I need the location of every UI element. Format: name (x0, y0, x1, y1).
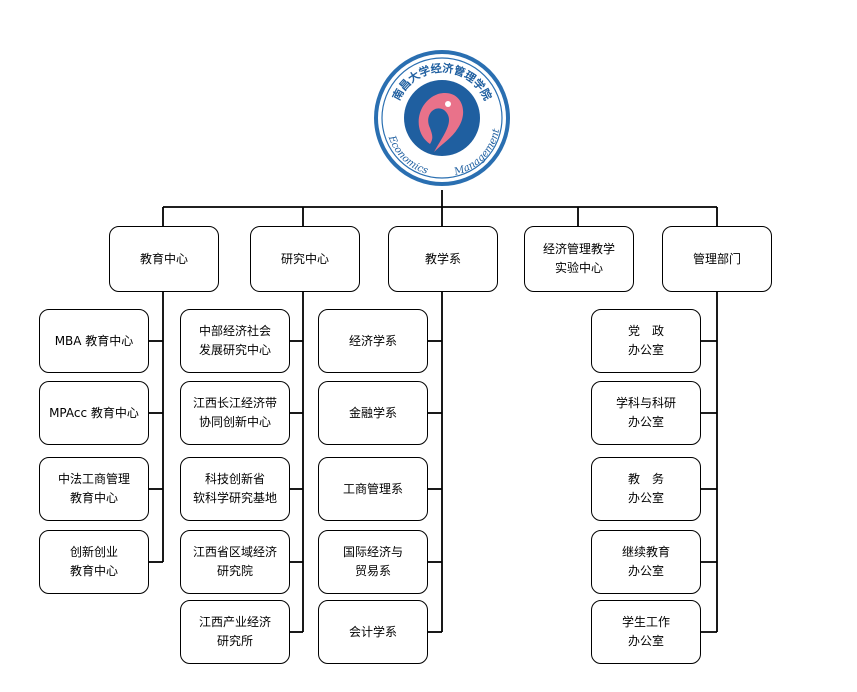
unit-yangtze-innovation-center: 江西长江经济带 协同创新中心 (180, 381, 290, 445)
dept-teaching-departments: 教学系 (388, 226, 498, 292)
unit-research-office: 学科与科研 办公室 (591, 381, 701, 445)
unit-accounting-dept: 会计学系 (318, 600, 428, 664)
unit-soft-science-base: 科技创新省 软科学研究基地 (180, 457, 290, 521)
dept-research-center: 研究中心 (250, 226, 360, 292)
unit-intl-trade-dept: 国际经济与 贸易系 (318, 530, 428, 594)
bird-emblem-icon (418, 92, 464, 152)
dept-label: 管理部门 (692, 251, 741, 266)
unit-mpacc-center: MPAcc 教育中心 (39, 381, 149, 445)
college-logo: 南昌大学经济管理学院 Economics Management (374, 50, 510, 186)
unit-party-office: 党 政 办公室 (591, 309, 701, 373)
unit-regional-economy-institute: 江西省区域经济 研究院 (180, 530, 290, 594)
unit-student-affairs-office: 学生工作 办公室 (591, 600, 701, 664)
unit-finance-dept: 金融学系 (318, 381, 428, 445)
unit-economics-dept: 经济学系 (318, 309, 428, 373)
unit-mba-center: MBA 教育中心 (39, 309, 149, 373)
dept-experiment-center: 经济管理教学 实验中心 (524, 226, 634, 292)
unit-sino-french-center: 中法工商管理 教育中心 (39, 457, 149, 521)
dept-label: 经济管理教学 实验中心 (542, 242, 615, 275)
unit-business-admin-dept: 工商管理系 (318, 457, 428, 521)
dept-education-center: 教育中心 (109, 226, 219, 292)
dept-administration: 管理部门 (662, 226, 772, 292)
unit-industrial-economy-institute: 江西产业经济 研究所 (180, 600, 290, 664)
dept-label: 教育中心 (139, 251, 188, 266)
unit-academic-affairs-office: 教 务 办公室 (591, 457, 701, 521)
dept-label: 研究中心 (280, 251, 329, 266)
unit-continuing-education-office: 继续教育 办公室 (591, 530, 701, 594)
unit-central-research-center: 中部经济社会 发展研究中心 (180, 309, 290, 373)
dept-label: 教学系 (424, 251, 461, 266)
unit-innovation-center: 创新创业 教育中心 (39, 530, 149, 594)
